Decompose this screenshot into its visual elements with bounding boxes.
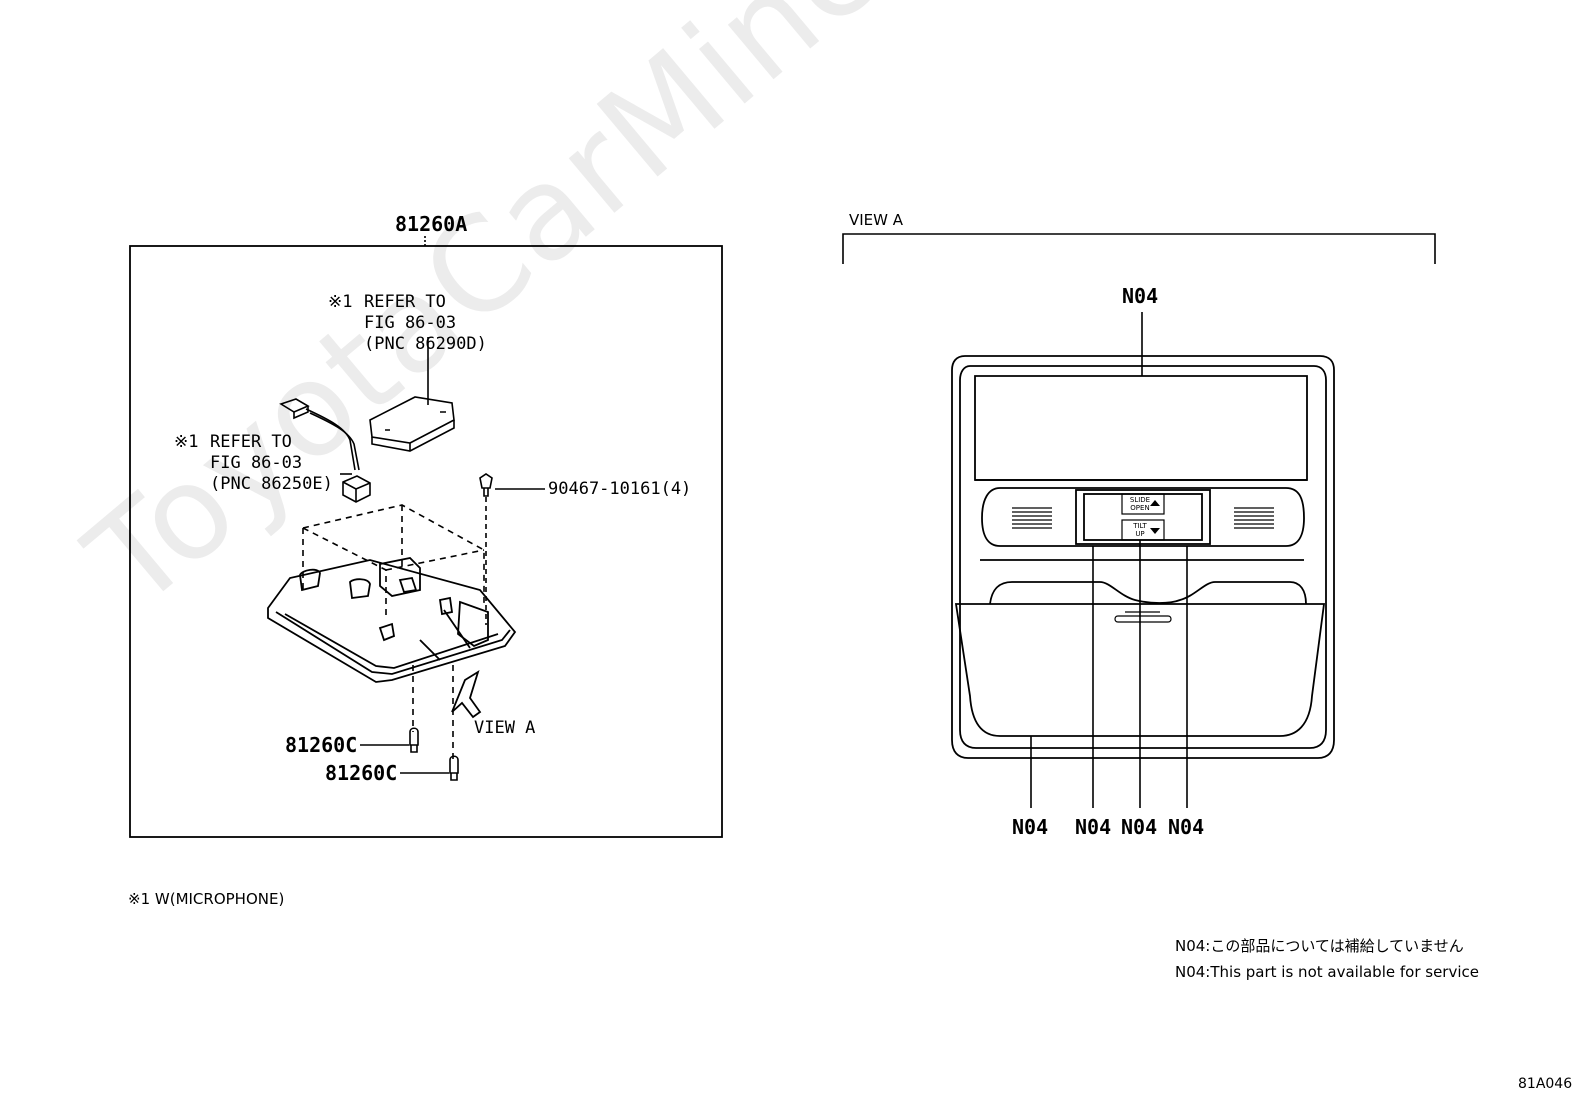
bulb-part-label-1[interactable]: 81260C xyxy=(285,733,358,757)
clip-part-label[interactable]: 90467-10161(4) xyxy=(548,479,692,499)
n04-bottom-label-3[interactable]: N04 xyxy=(1121,815,1158,839)
figure-code: 81A046 xyxy=(1518,1076,1573,1092)
n04-bottom-label-2[interactable]: N04 xyxy=(1075,815,1112,839)
ref1-line1: REFER TO xyxy=(364,292,446,312)
bulb-part-1 xyxy=(409,727,419,753)
ref2-line1: REFER TO xyxy=(210,432,292,452)
lamp-housing xyxy=(267,557,517,683)
assembly-part-label[interactable]: 81260A xyxy=(395,212,468,236)
vent-right xyxy=(1234,507,1274,529)
ref1-line3: (PNC 86290D) xyxy=(364,334,487,354)
vent-left xyxy=(1012,507,1052,529)
ref1-mark: ※1 xyxy=(328,292,353,312)
n04-top-label[interactable]: N04 xyxy=(1122,284,1159,308)
slide-open-switch: SLIDE OPEN xyxy=(1125,496,1155,512)
tilt-up-switch: TILT UP xyxy=(1125,522,1155,538)
dashed-guides xyxy=(302,504,485,760)
n04-bottom-label-1[interactable]: N04 xyxy=(1012,815,1049,839)
assembly-frame xyxy=(129,245,723,838)
note-japanese: N04:この部品については補給していません xyxy=(1175,937,1464,955)
view-a-title: VIEW A xyxy=(849,211,904,229)
ref2-mark: ※1 xyxy=(174,432,199,452)
bulb-part-label-2[interactable]: 81260C xyxy=(325,761,398,785)
view-a-label: VIEW A xyxy=(474,718,536,738)
clip-part xyxy=(479,473,493,497)
ref2-line3: (PNC 86250E) xyxy=(210,474,333,494)
view-bracket xyxy=(842,233,1436,264)
slide-open-line2: OPEN xyxy=(1130,504,1150,512)
ref1-line2: FIG 86-03 xyxy=(364,313,457,333)
view-a-arrow xyxy=(451,669,482,719)
tilt-up-line1: TILT xyxy=(1133,522,1147,530)
wire-harness xyxy=(279,398,371,503)
bulb-part-2 xyxy=(449,755,459,781)
footnote: ※1 W(MICROPHONE) xyxy=(128,890,285,908)
microphone-module xyxy=(369,396,455,452)
n04-bottom-label-4[interactable]: N04 xyxy=(1168,815,1205,839)
overhead-console xyxy=(951,355,1335,759)
note-english: N04:This part is not available for servi… xyxy=(1175,963,1479,981)
tilt-up-line2: UP xyxy=(1135,530,1145,538)
ref2-line2: FIG 86-03 xyxy=(210,453,303,473)
sunglass-holder xyxy=(954,559,1326,737)
slide-open-line1: SLIDE xyxy=(1129,496,1151,504)
